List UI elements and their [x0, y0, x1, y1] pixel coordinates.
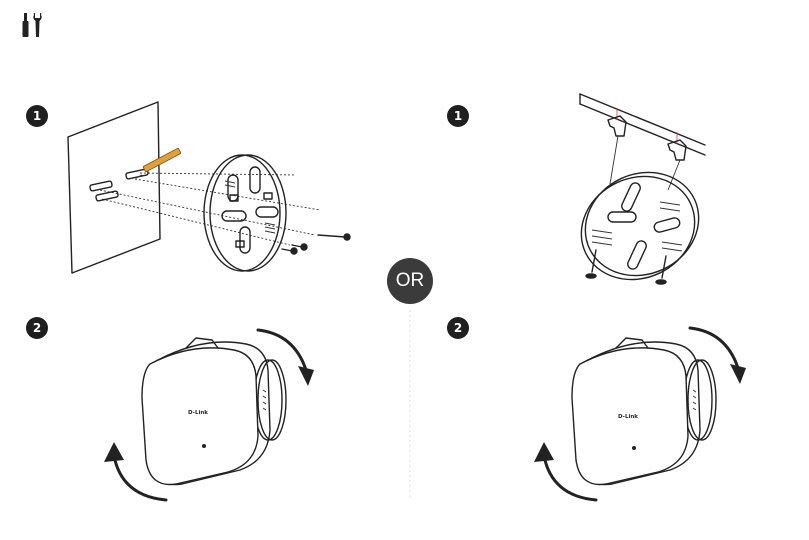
device-brand-label: D-Link — [618, 414, 638, 420]
divider-line — [409, 310, 411, 500]
device-brand-label: D-Link — [188, 410, 208, 416]
ceiling-step-2-badge: 2 — [447, 317, 469, 339]
ceiling-mount-illustration — [579, 93, 706, 285]
access-point-ceiling-install: D-Link — [534, 326, 746, 502]
screwdriver-wrench-icon — [22, 13, 42, 37]
wall-step-2-badge: 2 — [26, 317, 48, 339]
ceiling-step-1-badge: 1 — [447, 105, 469, 127]
access-point-wall-install: D-Link — [104, 328, 314, 502]
or-separator: OR — [387, 258, 433, 304]
rotate-arrow-icon — [688, 326, 746, 384]
rotate-arrow-icon — [256, 328, 314, 386]
wall-step-1-badge: 1 — [26, 105, 48, 127]
wall-mount-illustration — [67, 101, 351, 274]
